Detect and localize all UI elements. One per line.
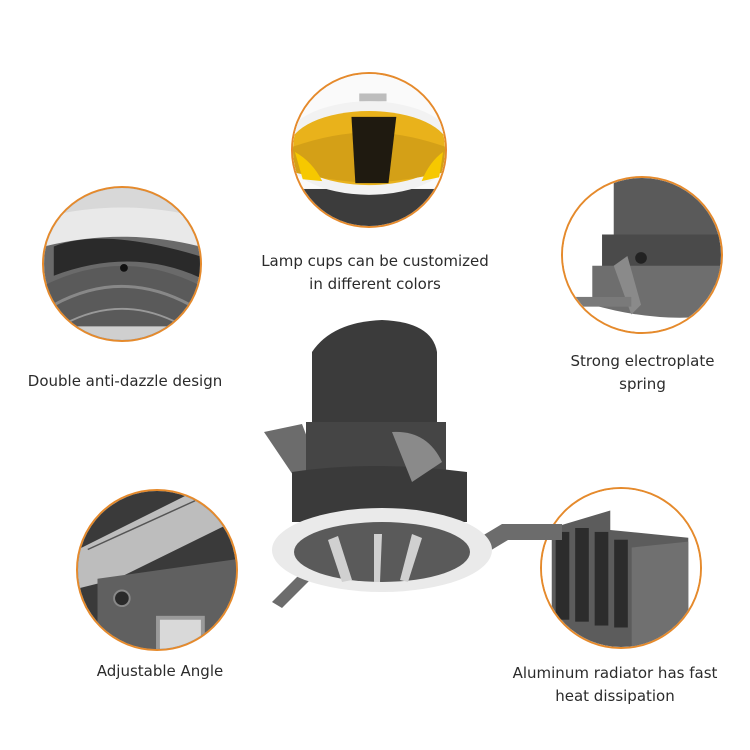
- anti-dazzle-detail-image: [42, 186, 202, 342]
- spring-clip-icon: [563, 178, 721, 332]
- downlight-product-image: [264, 320, 562, 608]
- angle-scale-icon: [78, 491, 236, 649]
- lamp-cup-detail-image: [291, 72, 447, 228]
- adjustable-angle-label: Adjustable Angle: [96, 662, 224, 680]
- anti-dazzle-label: Double anti-dazzle design: [27, 372, 223, 390]
- gold-reflector-icon: [293, 74, 445, 226]
- heat-sink-fins-icon: [542, 489, 700, 647]
- lamp-cups-label: Lamp cups can be customized in different…: [261, 252, 489, 293]
- spring-detail-image: [561, 176, 723, 334]
- adjustable-angle-detail-image: [76, 489, 238, 651]
- reflector-ring-icon: [44, 188, 200, 340]
- spring-label: Strong electroplate spring: [570, 352, 715, 393]
- radiator-detail-image: [540, 487, 702, 649]
- radiator-label: Aluminum radiator has fast heat dissipat…: [512, 664, 718, 705]
